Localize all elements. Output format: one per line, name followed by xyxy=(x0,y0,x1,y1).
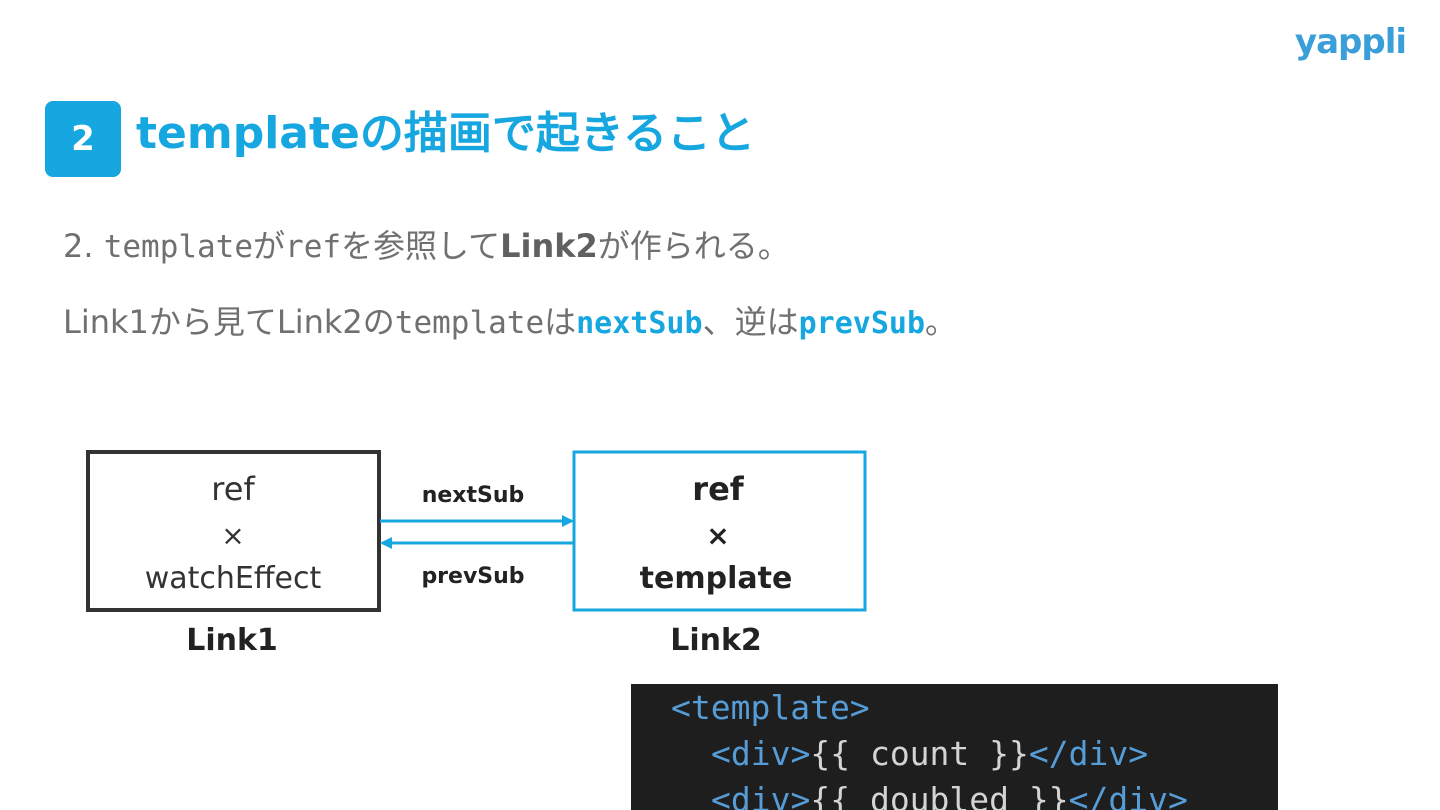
line2-mid2: 、逆は xyxy=(702,303,799,341)
code-div-close-2: </div> xyxy=(1068,780,1188,810)
nextsub-arrow-label: nextSub xyxy=(422,483,525,508)
yappli-logo: yappli xyxy=(1294,22,1407,62)
line2-suffix: 。 xyxy=(925,303,958,341)
code-snippet-panel: <template> <div>{{ count }}</div> <div>{… xyxy=(631,684,1278,810)
line2-prevsub: prevSub xyxy=(798,306,926,341)
line2-prefix: Link1から見てLink2の xyxy=(63,303,395,341)
link1-text-ref: ref xyxy=(211,470,255,508)
line1-prefix: 2. xyxy=(63,227,104,265)
link1-text-times: × xyxy=(221,519,244,552)
link1-box xyxy=(86,450,381,612)
body-line-2: Link1から見てLink2のtemplateはnextSub、逆はprevSu… xyxy=(63,300,957,346)
line2-nextsub: nextSub xyxy=(576,306,703,341)
code-line-template-open: <template> xyxy=(671,688,870,728)
link2-label: Link2 xyxy=(670,623,762,658)
link2-text-times: × xyxy=(706,519,729,552)
section-number-badge: 2 xyxy=(45,101,121,177)
line1-mid2: を参照して xyxy=(341,227,501,265)
line1-code-template: template xyxy=(103,229,254,265)
code-line-div-count: <div>{{ count }}</div> xyxy=(711,734,1148,774)
slide-title: templateの描画で起きること xyxy=(136,108,755,159)
prevsub-arrow-label: prevSub xyxy=(421,564,524,589)
link1-label: Link1 xyxy=(186,623,278,658)
code-div-open: <div> xyxy=(711,734,811,773)
line1-link2: Link2 xyxy=(500,227,598,265)
code-div-open-2: <div> xyxy=(711,780,811,810)
link1-text-watcheffect: watchEffect xyxy=(145,561,322,596)
line1-code-ref: ref xyxy=(285,229,342,265)
line2-code-template: template xyxy=(394,305,545,341)
body-line-1: 2. templateがrefを参照してLink2が作られる。 xyxy=(63,224,790,269)
code-doubled-expression: {{ doubled }} xyxy=(810,780,1069,810)
link2-box xyxy=(572,450,867,612)
line1-suffix: が作られる。 xyxy=(597,227,790,265)
line1-mid1: が xyxy=(253,227,286,265)
code-template-tag: <template> xyxy=(671,688,870,727)
link2-text-template: template xyxy=(640,561,793,596)
code-count-expression: {{ count }} xyxy=(810,734,1029,773)
code-line-div-doubled: <div>{{ doubled }}</div> xyxy=(711,780,1188,810)
link2-text-ref: ref xyxy=(692,470,744,508)
code-div-close: </div> xyxy=(1028,734,1149,773)
line2-mid: は xyxy=(544,303,577,341)
